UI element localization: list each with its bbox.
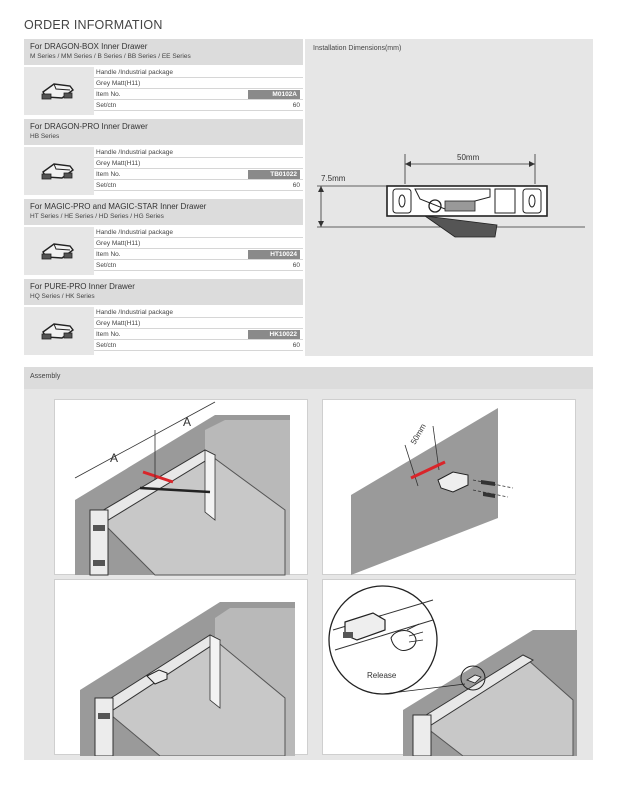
product-info: Handle /Industrial package Grey Matt(H11… (94, 227, 303, 275)
assembly-title: Assembly (30, 373, 61, 380)
product-title: For MAGIC-PRO and MAGIC-STAR Inner Drawe… (30, 202, 207, 211)
handle-clip-icon (24, 227, 92, 275)
product-card: For DRAGON-PRO Inner Drawer HB Series Ha… (24, 119, 303, 199)
installation-panel: Installation Dimensions(mm) 50mm 7.5mm (305, 39, 593, 356)
set-label: Set/ctn (96, 262, 117, 269)
finish-row: Grey Matt(H11) (94, 158, 303, 169)
product-card: For DRAGON-BOX Inner Drawer M Series / M… (24, 39, 303, 119)
order-list: For DRAGON-BOX Inner Drawer M Series / M… (24, 39, 303, 359)
package-row: Handle /Industrial package (94, 307, 303, 318)
set-value: 60 (292, 102, 300, 109)
item-row: Item No. TB01022 (94, 169, 303, 180)
item-label: Item No. (96, 251, 121, 258)
item-number-badge: HK10022 (248, 330, 300, 339)
product-body: Handle /Industrial package Grey Matt(H11… (24, 67, 303, 115)
product-series: HQ Series / HK Series (30, 293, 95, 300)
set-value: 60 (292, 342, 300, 349)
product-series: M Series / MM Series / B Series / BB Ser… (30, 53, 191, 60)
dimension-a-left: A (110, 451, 118, 465)
item-label: Item No. (96, 331, 121, 338)
page-title: ORDER INFORMATION (24, 18, 163, 32)
product-info: Handle /Industrial package Grey Matt(H11… (94, 147, 303, 195)
width-dimension-label: 50mm (457, 153, 480, 162)
product-title: For DRAGON-BOX Inner Drawer (30, 42, 148, 51)
product-header: For MAGIC-PRO and MAGIC-STAR Inner Drawe… (24, 199, 303, 225)
assembly-step-mount (54, 579, 308, 756)
finish-text: Grey Matt(H11) (96, 320, 141, 327)
dimension-a-right: A (183, 415, 191, 429)
finish-text: Grey Matt(H11) (96, 240, 141, 247)
release-label: Release (367, 671, 397, 680)
product-header: For PURE-PRO Inner Drawer HQ Series / HK… (24, 279, 303, 305)
set-value: 60 (292, 182, 300, 189)
item-number-badge: M0102A (248, 90, 300, 99)
assembly-step-fix: 50mm (322, 399, 576, 575)
item-row: Item No. HK10022 (94, 329, 303, 340)
item-label: Item No. (96, 91, 121, 98)
finish-row: Grey Matt(H11) (94, 78, 303, 89)
handle-clip-icon (24, 307, 92, 355)
handle-clip-icon (24, 147, 92, 195)
finish-row: Grey Matt(H11) (94, 238, 303, 249)
product-header: For DRAGON-BOX Inner Drawer M Series / M… (24, 39, 303, 65)
set-value: 60 (292, 262, 300, 269)
item-row: Item No. HT10024 (94, 249, 303, 260)
item-number-badge: TB01022 (248, 170, 300, 179)
product-series: HT Series / HE Series / HD Series / HG S… (30, 213, 164, 220)
installation-drawing: 50mm 7.5mm (317, 153, 585, 238)
set-row: Set/ctn 60 (94, 100, 303, 111)
height-dimension-label: 7.5mm (321, 174, 346, 183)
product-card: For PURE-PRO Inner Drawer HQ Series / HK… (24, 279, 303, 359)
assembly-step-release: Release (322, 579, 577, 756)
set-label: Set/ctn (96, 102, 117, 109)
assembly-area: A A 50mm (24, 389, 593, 760)
handle-clip-icon (24, 67, 92, 115)
set-row: Set/ctn 60 (94, 180, 303, 191)
package-text: Handle /Industrial package (96, 149, 173, 156)
set-label: Set/ctn (96, 342, 117, 349)
package-row: Handle /Industrial package (94, 147, 303, 158)
item-number-badge: HT10024 (248, 250, 300, 259)
product-card: For MAGIC-PRO and MAGIC-STAR Inner Drawe… (24, 199, 303, 279)
product-title: For DRAGON-PRO Inner Drawer (30, 122, 148, 131)
package-row: Handle /Industrial package (94, 227, 303, 238)
package-text: Handle /Industrial package (96, 69, 173, 76)
finish-text: Grey Matt(H11) (96, 160, 141, 167)
package-text: Handle /Industrial package (96, 309, 173, 316)
set-row: Set/ctn 60 (94, 260, 303, 271)
assembly-header: Assembly (24, 367, 593, 389)
product-series: HB Series (30, 133, 60, 140)
item-row: Item No. M0102A (94, 89, 303, 100)
product-header: For DRAGON-PRO Inner Drawer HB Series (24, 119, 303, 145)
package-text: Handle /Industrial package (96, 229, 173, 236)
finish-row: Grey Matt(H11) (94, 318, 303, 329)
set-row: Set/ctn 60 (94, 340, 303, 351)
product-info: Handle /Industrial package Grey Matt(H11… (94, 67, 303, 115)
set-label: Set/ctn (96, 182, 117, 189)
dimension-50mm-label: 50mm (409, 422, 428, 446)
finish-text: Grey Matt(H11) (96, 80, 141, 87)
product-info: Handle /Industrial package Grey Matt(H11… (94, 307, 303, 355)
product-title: For PURE-PRO Inner Drawer (30, 282, 135, 291)
product-body: Handle /Industrial package Grey Matt(H11… (24, 307, 303, 355)
product-body: Handle /Industrial package Grey Matt(H11… (24, 147, 303, 195)
package-row: Handle /Industrial package (94, 67, 303, 78)
item-label: Item No. (96, 171, 121, 178)
product-body: Handle /Industrial package Grey Matt(H11… (24, 227, 303, 275)
installation-title: Installation Dimensions(mm) (313, 45, 402, 52)
assembly-step-measure: A A (54, 399, 308, 576)
